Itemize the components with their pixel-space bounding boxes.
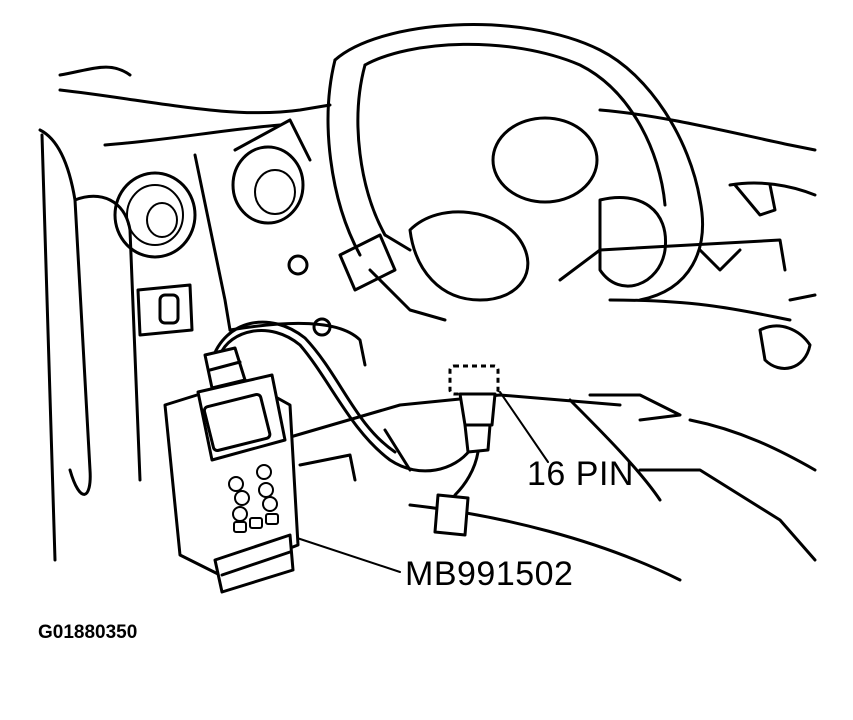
- steering-wheel: [326, 23, 704, 322]
- tool-callout-label: MB991502: [405, 555, 574, 593]
- scan-tool-mb991502: [163, 346, 300, 594]
- figure-id-label: G01880350: [38, 622, 138, 643]
- dashboard-top: [58, 88, 817, 197]
- connector-callout-label: 16 PIN: [527, 455, 634, 493]
- left-air-vent: [113, 171, 197, 259]
- diagnostic-connector-16-pin: [433, 364, 500, 537]
- center-air-vent: [231, 118, 312, 225]
- lower-dash: [278, 293, 817, 582]
- left-door-panel: [38, 65, 142, 562]
- test-cable: [210, 320, 472, 473]
- callout-leaders: [287, 391, 549, 573]
- panel-switch: [136, 283, 194, 337]
- instrument-panel-lines: [193, 153, 792, 367]
- tool-keypad: [228, 464, 279, 533]
- right-air-vent: [733, 183, 777, 217]
